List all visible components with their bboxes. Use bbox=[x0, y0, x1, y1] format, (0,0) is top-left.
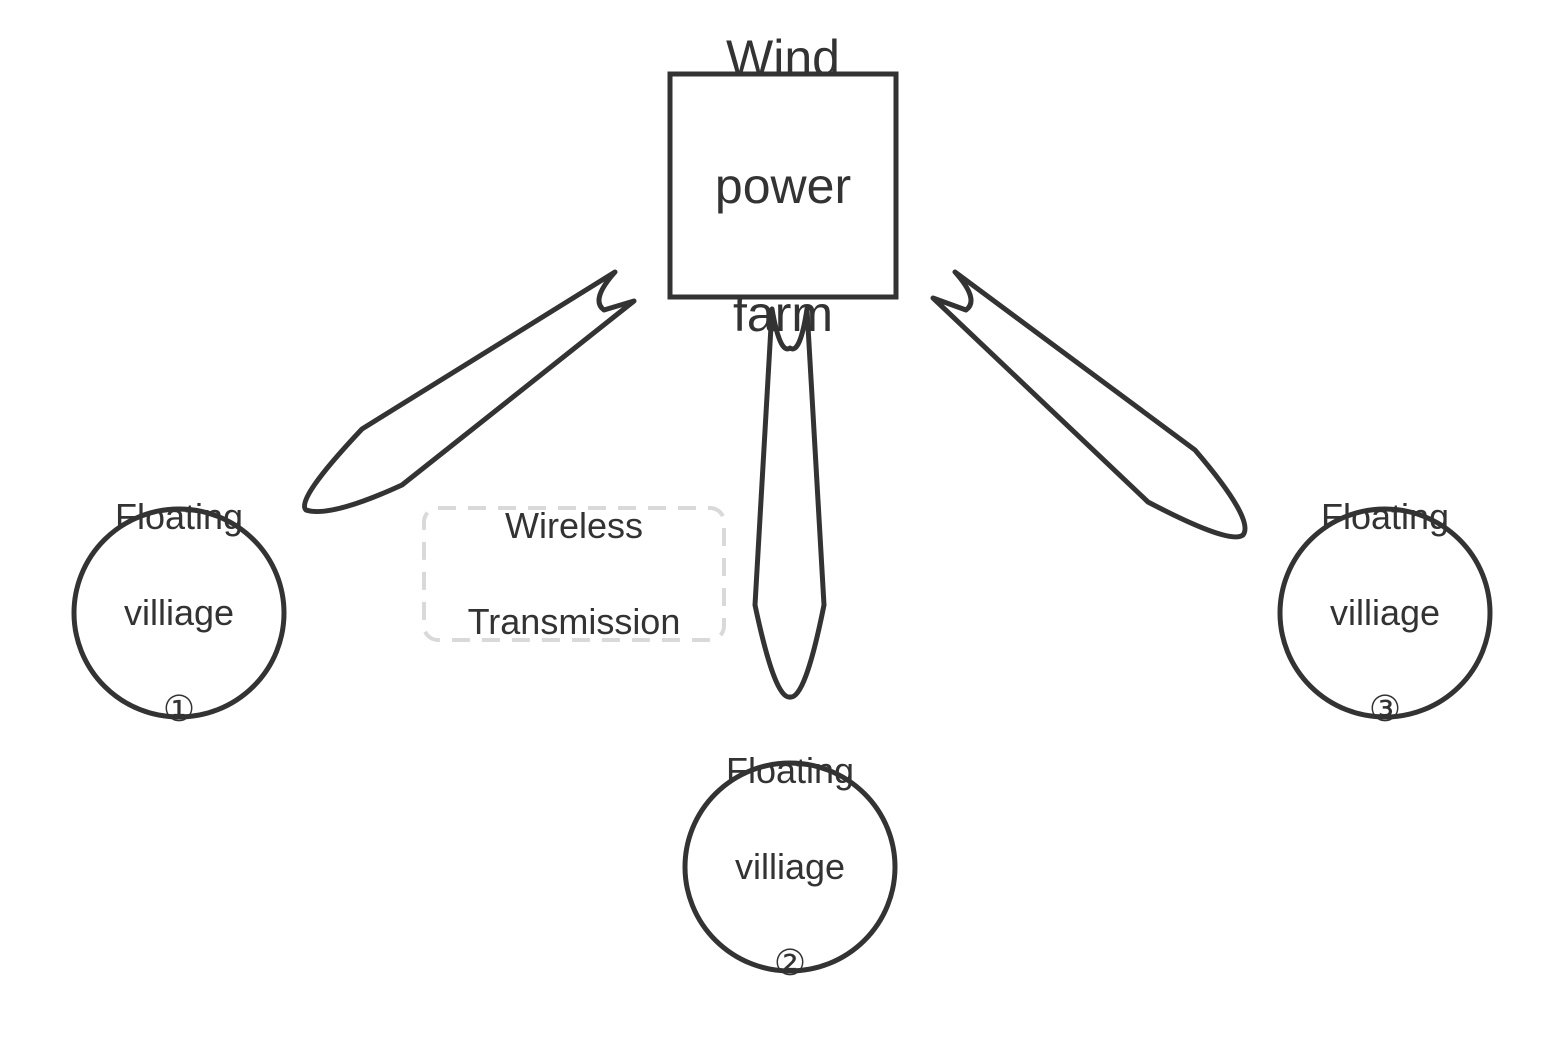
village-2-line-1: Floating bbox=[725, 750, 855, 791]
wind-farm-label-line-1: Wind bbox=[726, 29, 840, 86]
village-1-marker: ① bbox=[162, 688, 196, 729]
wireless-transmission-label: Wireless Transmission bbox=[424, 505, 724, 642]
wireless-transmission-box[interactable] bbox=[422, 506, 726, 642]
floating-village-1-circle[interactable] bbox=[71, 506, 287, 720]
wireless-label-line-2: Transmission bbox=[467, 601, 681, 642]
wind-farm-box[interactable] bbox=[667, 71, 899, 300]
floating-village-3-label: Floating villiage ③ bbox=[1280, 496, 1490, 729]
village-3-line-1: Floating bbox=[1320, 496, 1450, 537]
village-2-marker: ② bbox=[773, 942, 807, 983]
wireless-label-line-1: Wireless bbox=[504, 505, 643, 546]
wind-farm-label-line-2: power bbox=[714, 157, 852, 214]
village-1-line-1: Floating bbox=[114, 496, 244, 537]
beam-to-village-3-icon bbox=[930, 269, 1248, 540]
floating-village-3-circle[interactable] bbox=[1277, 506, 1493, 720]
wind-farm-label-line-3: farm bbox=[733, 285, 833, 342]
beam-to-village-1-icon bbox=[302, 269, 637, 515]
village-3-marker: ③ bbox=[1368, 688, 1402, 729]
floating-village-2-circle[interactable] bbox=[682, 760, 898, 974]
wind-farm-label: Wind power farm bbox=[670, 30, 896, 342]
village-1-line-2: villiage bbox=[123, 592, 235, 633]
village-2-line-2: villiage bbox=[734, 846, 846, 887]
floating-village-2-label: Floating villiage ② bbox=[685, 750, 895, 983]
village-3-line-2: villiage bbox=[1329, 592, 1441, 633]
floating-village-1-label: Floating villiage ① bbox=[74, 496, 284, 729]
beam-to-village-2-icon bbox=[752, 306, 827, 700]
